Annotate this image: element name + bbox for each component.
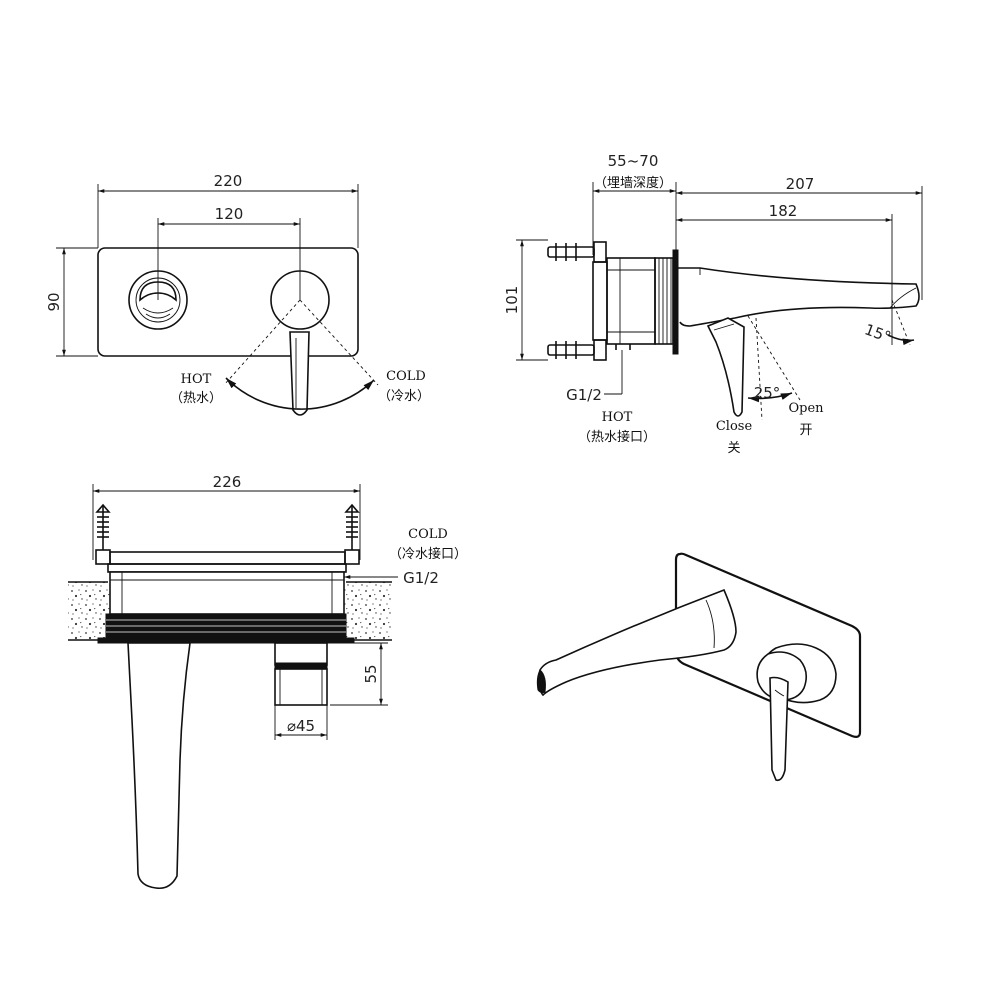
dim-height: 90 (45, 292, 63, 311)
iso-spout (538, 588, 737, 697)
thread-label-top: G1/2 (403, 569, 439, 587)
open-label: Open (788, 401, 824, 416)
wall-anchor-top (547, 241, 607, 263)
thread-label-side: G1/2 (566, 386, 602, 404)
hot-label: HOT (181, 372, 212, 387)
rotation-arc (225, 377, 375, 410)
mixer-handle (270, 270, 330, 416)
front-view: 220 120 90 HOT （热水） COLD （冷水） (45, 172, 430, 416)
dim-spout: 182 (769, 202, 798, 220)
anchor-right (344, 503, 360, 565)
cold-inlet-label: COLD (408, 527, 448, 542)
top-view: 226 (68, 473, 467, 890)
dim-depth: 55 (362, 664, 380, 683)
side-view: 55~70 （埋墙深度） 207 182 101 (503, 152, 923, 456)
hot-label-cn: （热水） (170, 391, 222, 406)
angle-spout: 15° (862, 320, 893, 346)
mounting-bar (109, 551, 346, 565)
diverter-knob (128, 270, 188, 330)
side-handle (706, 317, 745, 417)
wall-plate (97, 247, 359, 357)
isometric-view (536, 552, 862, 782)
angle-handle: 25° (754, 384, 781, 402)
dim-top-width: 226 (213, 473, 242, 491)
dim-width: 220 (214, 172, 243, 190)
anchor-left (95, 503, 111, 565)
handle-cylinder (274, 642, 328, 706)
dim-wall-depth: 55~70 (608, 152, 659, 170)
wall-anchor-bottom (547, 339, 607, 361)
dim-wall-depth-cn: （埋墙深度） (594, 175, 672, 191)
iso-handle (756, 643, 837, 782)
threaded-sleeve (105, 613, 347, 641)
dim-side-height: 101 (503, 286, 521, 315)
valve-body-top (109, 571, 345, 615)
iso-plate (674, 552, 862, 738)
cold-label-cn: （冷水） (378, 389, 430, 404)
spout-top (127, 642, 191, 890)
valve-body (592, 249, 679, 355)
close-label-cn: 关 (727, 441, 740, 456)
open-label-cn: 开 (799, 423, 812, 438)
spout-side (678, 267, 920, 327)
dim-total: 207 (786, 175, 815, 193)
hot-inlet-label: HOT (602, 410, 633, 425)
hot-inlet-label-cn: （热水接口） (578, 429, 656, 445)
cold-label: COLD (386, 369, 426, 384)
dim-diameter: ⌀45 (287, 717, 315, 735)
dim-centers: 120 (215, 205, 244, 223)
cold-inlet-label-cn: （冷水接口） (389, 546, 467, 562)
close-label: Close (716, 419, 753, 434)
